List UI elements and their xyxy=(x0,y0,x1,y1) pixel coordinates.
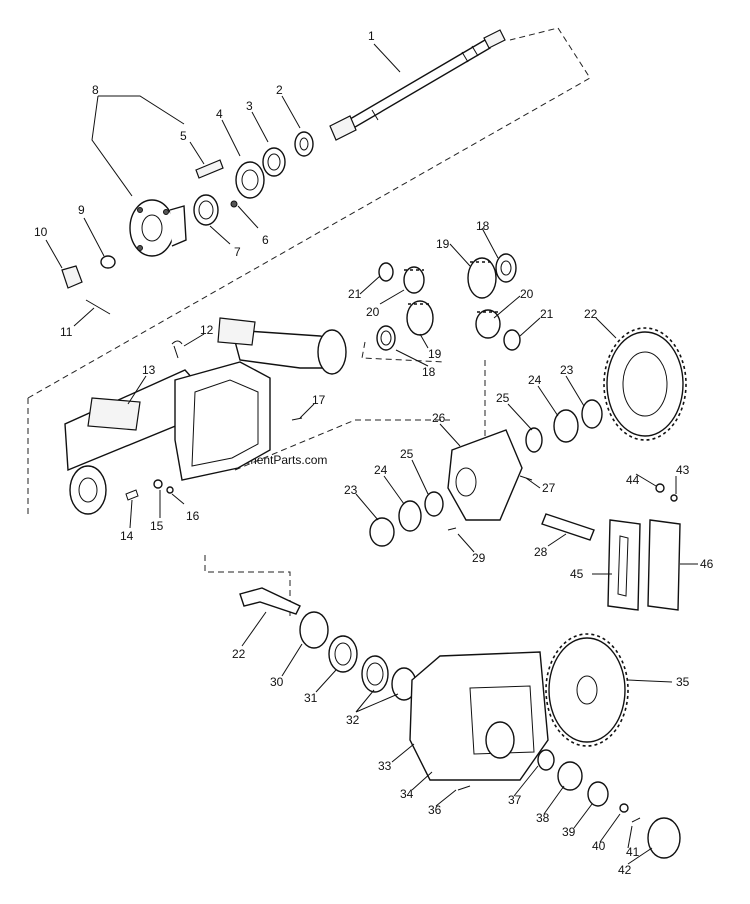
callout-9: 9 xyxy=(78,203,85,217)
callout-7: 7 xyxy=(234,245,241,259)
callout-38: 38 xyxy=(536,811,550,825)
callout-30: 30 xyxy=(270,675,284,689)
gearbox-case-parts xyxy=(409,633,681,859)
callout-43: 43 xyxy=(676,463,690,477)
flange-hub-part xyxy=(129,199,187,257)
leader-lines xyxy=(45,43,698,865)
callout-15: 15 xyxy=(150,519,164,533)
callout-23b: 23 xyxy=(344,483,358,497)
pin-and-cover-parts xyxy=(541,483,681,611)
callout-21a: 21 xyxy=(348,287,362,301)
assembly-guide-lines xyxy=(27,27,591,620)
callout-14: 14 xyxy=(120,529,134,543)
callout-28: 28 xyxy=(534,545,548,559)
callout-27: 27 xyxy=(542,481,556,495)
differential-gear-parts xyxy=(376,253,521,351)
callout-21b: 21 xyxy=(540,307,554,321)
callout-25b: 25 xyxy=(400,447,414,461)
callout-33: 33 xyxy=(378,759,392,773)
callout-22a: 22 xyxy=(584,307,598,321)
callout-26: 26 xyxy=(432,411,446,425)
callout-41: 41 xyxy=(626,845,640,859)
callout-18a: 18 xyxy=(476,219,490,233)
callout-3: 3 xyxy=(246,99,253,113)
callout-39: 39 xyxy=(562,825,576,839)
callout-5: 5 xyxy=(180,129,187,143)
callout-37: 37 xyxy=(508,793,522,807)
callout-44: 44 xyxy=(626,473,640,487)
callout-10: 10 xyxy=(34,225,48,239)
pinion-bearing-parts xyxy=(239,587,417,701)
callout-32: 32 xyxy=(346,713,360,727)
callout-1: 1 xyxy=(368,29,375,43)
callout-labels: 1 2 3 4 5 6 7 8 9 10 11 12 13 14 15 16 1… xyxy=(34,29,714,877)
callout-18b: 18 xyxy=(422,365,436,379)
nut-washer-pin-parts xyxy=(61,255,116,315)
callout-36: 36 xyxy=(428,803,442,817)
callout-45: 45 xyxy=(570,567,584,581)
callout-8: 8 xyxy=(92,83,99,97)
callout-19b: 19 xyxy=(428,347,442,361)
callout-29: 29 xyxy=(472,551,486,565)
callout-22b: 22 xyxy=(232,647,246,661)
callout-6: 6 xyxy=(262,233,269,247)
callout-12: 12 xyxy=(200,323,214,337)
callout-4: 4 xyxy=(216,107,223,121)
ring-gear-part xyxy=(603,327,687,441)
axle-housing-part xyxy=(64,317,347,515)
callout-23a: 23 xyxy=(560,363,574,377)
bearing-seal-parts xyxy=(193,131,314,226)
callout-35: 35 xyxy=(676,675,690,689)
callout-34: 34 xyxy=(400,787,414,801)
callout-25a: 25 xyxy=(496,391,510,405)
callout-24a: 24 xyxy=(528,373,542,387)
carrier-bearing-parts xyxy=(369,399,603,547)
callout-40: 40 xyxy=(592,839,606,853)
callout-42: 42 xyxy=(618,863,632,877)
callout-13: 13 xyxy=(142,363,156,377)
callout-11: 11 xyxy=(60,325,73,339)
callout-24b: 24 xyxy=(374,463,388,477)
callout-19a: 19 xyxy=(436,237,450,251)
callout-20a: 20 xyxy=(366,305,380,319)
callout-46: 46 xyxy=(700,557,714,571)
callout-31: 31 xyxy=(304,691,318,705)
callout-20b: 20 xyxy=(520,287,534,301)
small-fastener-parts xyxy=(125,340,303,501)
callout-16: 16 xyxy=(186,509,200,523)
axle-shaft-part xyxy=(329,29,506,141)
callout-17: 17 xyxy=(312,393,326,407)
callout-2: 2 xyxy=(276,83,283,97)
